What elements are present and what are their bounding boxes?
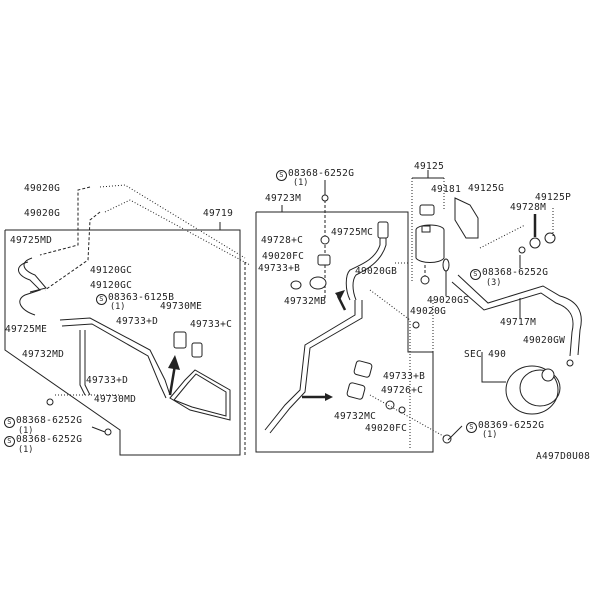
part-label-49733D: 49733+D: [116, 316, 159, 327]
part-label-49020GW: 49020GW: [523, 335, 566, 346]
quantity-label: (1): [18, 445, 34, 455]
screw-symbol-icon: S: [4, 436, 15, 447]
part-label-49125G: 49125G: [468, 183, 505, 194]
part-label-49020G: 49020G: [410, 306, 447, 317]
part-label-49725ME: 49725ME: [5, 324, 48, 335]
part-label-49020GS: 49020GS: [427, 295, 470, 306]
part-label-49020G: 49020G: [24, 183, 61, 194]
part-label-49730ME: 49730ME: [160, 301, 203, 312]
quantity-label: (3): [486, 278, 502, 288]
screw-symbol-icon: S: [4, 417, 15, 428]
part-label-49733B: 49733+B: [258, 263, 301, 274]
arrow-up-left: [168, 355, 180, 370]
arrow-right: [325, 393, 333, 401]
part-label-49717M: 49717M: [500, 317, 537, 328]
quantity-label: (1): [293, 178, 309, 188]
part-label-49719: 49719: [203, 208, 234, 219]
part-label-49120GC: 49120GC: [90, 265, 133, 276]
reference-label-sec-490: SEC 490: [464, 349, 507, 360]
part-label-49728C: 49728+C: [261, 235, 304, 246]
quantity-label: (1): [482, 430, 498, 440]
part-label-49726C: 49726+C: [381, 385, 424, 396]
part-label-49020GB: 49020GB: [355, 266, 398, 277]
part-label-49120GC: 49120GC: [90, 280, 133, 291]
screw-symbol-icon: S: [470, 269, 481, 280]
arrow-up-left: [335, 290, 345, 300]
part-label-49732MC: 49732MC: [334, 411, 377, 422]
part-label-49020G: 49020G: [24, 208, 61, 219]
part-label-49181: 49181: [431, 184, 462, 195]
part-label-49020FC: 49020FC: [262, 251, 305, 262]
screw-symbol-icon: S: [466, 422, 477, 433]
quantity-label: (1): [18, 426, 34, 436]
part-label-49733D: 49733+D: [86, 375, 129, 386]
part-label-49125: 49125: [414, 161, 445, 172]
part-label-49725MD: 49725MD: [10, 235, 53, 246]
part-label-49733C: 49733+C: [190, 319, 233, 330]
left-group-frame: [4, 229, 241, 456]
part-label-49125P: 49125P: [535, 192, 572, 203]
quantity-label: (1): [110, 302, 126, 312]
screw-symbol-icon: S: [96, 294, 107, 305]
part-label-49732MB: 49732MB: [284, 296, 327, 307]
part-label-49733B: 49733+B: [383, 371, 426, 382]
part-label-49723M: 49723M: [265, 193, 302, 204]
part-label-49728M: 49728M: [510, 202, 547, 213]
part-label-49020FC: 49020FC: [365, 423, 408, 434]
part-label-49732MD: 49732MD: [22, 349, 65, 360]
screw-symbol-icon: S: [276, 170, 287, 181]
part-label-49730MD: 49730MD: [94, 394, 137, 405]
part-label-49725MC: 49725MC: [331, 227, 374, 238]
diagram-code: A497D0U08: [536, 451, 591, 462]
